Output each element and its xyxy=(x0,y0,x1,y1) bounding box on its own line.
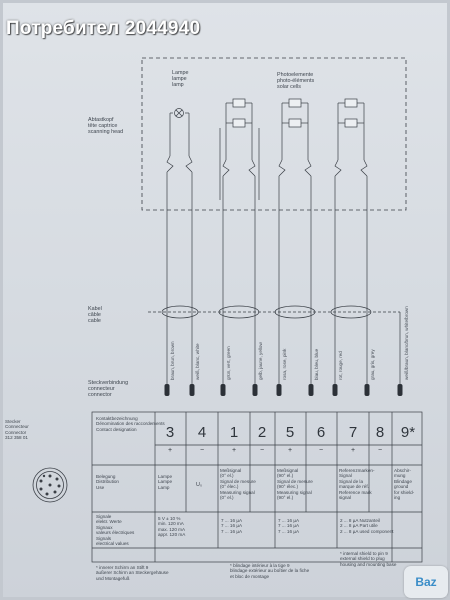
polarity-sign: − xyxy=(199,447,205,454)
polarity-sign: + xyxy=(287,447,293,454)
lamp-icon xyxy=(166,108,193,300)
wire-label: weiß/braun, blanc/brun, white/brown xyxy=(404,306,409,380)
wire-label: blau, bleu, blue xyxy=(314,348,319,380)
cable-bundle xyxy=(148,300,401,395)
polarity-sign: − xyxy=(377,447,383,454)
polarity-sign: + xyxy=(167,447,173,454)
signal-90-use: Meßsignal(90° el.)Signal de mesure (90° … xyxy=(277,468,313,501)
polarity-sign: − xyxy=(259,447,265,454)
pin-number: 7 xyxy=(348,424,358,441)
scanning-head-box xyxy=(141,57,407,211)
polarity-sign: + xyxy=(231,447,237,454)
pin-number: 5 xyxy=(285,424,295,441)
lamp-voltage-symbol: U₀ xyxy=(196,482,203,488)
solar-cell-group-1 xyxy=(219,98,260,300)
wire-label: grau, gris, grey xyxy=(370,349,375,380)
wire-label: braun, brun, brown xyxy=(170,341,175,380)
wire-label: weiß, blanc, white xyxy=(195,343,200,380)
polarity-sign: − xyxy=(318,447,324,454)
pin-number: 9* xyxy=(400,424,416,441)
solar-cell-group-3 xyxy=(334,98,368,300)
pin-number: 1 xyxy=(229,424,239,441)
wire-label: grün, vert, green xyxy=(226,346,231,380)
pin-number: 6 xyxy=(316,424,326,441)
pin-number: 2 xyxy=(257,424,267,441)
site-logo-badge[interactable]: Baz xyxy=(404,566,448,598)
pin-number: 4 xyxy=(197,424,207,441)
connector-pins xyxy=(164,384,403,396)
solar-cell-group-2 xyxy=(278,98,312,300)
signal-0-use: Meßsignal(0° el.)Signal de mesure (0° él… xyxy=(220,468,256,501)
pin-number: 8 xyxy=(375,424,385,441)
watermark-username: Потребител 2044940 xyxy=(6,18,201,39)
polarity-sign: + xyxy=(350,447,356,454)
round-connector-icon xyxy=(32,467,68,503)
wire-label: gelb, jaune, yellow xyxy=(258,342,263,380)
wire-label: rot, rouge, red xyxy=(338,351,343,380)
pin-number: 3 xyxy=(165,424,175,441)
pin-table-grid xyxy=(91,411,423,563)
wire-label: rosa, rose, pink xyxy=(282,348,287,380)
